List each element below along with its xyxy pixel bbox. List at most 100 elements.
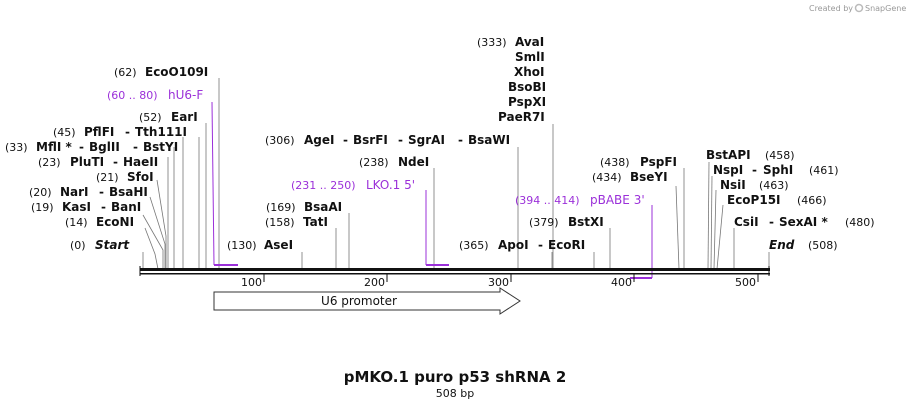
- svg-text:AgeI: AgeI: [304, 133, 334, 147]
- site-ecop15i[interactable]: EcoP15I (466): [727, 193, 827, 207]
- site-sfoi[interactable]: (21) SfoI: [96, 170, 154, 184]
- svg-text:BstYI: BstYI: [143, 140, 178, 154]
- primer-pbabe-marker[interactable]: [630, 205, 653, 279]
- site-econi[interactable]: (14) EcoNI: [65, 215, 134, 229]
- svg-text:(458): (458): [765, 149, 795, 162]
- site-stack-333[interactable]: (333) AvaI SmlI XhoI BsoBI PspXI PaeR7I: [477, 35, 546, 124]
- primer-name[interactable]: hU6-F: [168, 88, 203, 102]
- svg-text:SfoI: SfoI: [127, 170, 154, 184]
- site-leader-lines: [142, 78, 770, 270]
- svg-text:BsoBI: BsoBI: [508, 80, 546, 94]
- svg-text:NdeI: NdeI: [398, 155, 429, 169]
- site-nari[interactable]: (20) NarI - BsaHI: [29, 185, 148, 199]
- primer-hU6-F-marker[interactable]: [211, 101, 238, 266]
- primer-name[interactable]: LKO.1 5': [366, 178, 415, 192]
- svg-text:-: -: [113, 155, 118, 169]
- svg-text:BglII: BglII: [89, 140, 120, 154]
- svg-text:TatI: TatI: [303, 215, 328, 229]
- svg-text:BanI: BanI: [111, 200, 141, 214]
- svg-text:(52): (52): [139, 111, 162, 124]
- site-bstxi[interactable]: (379) BstXI: [529, 215, 604, 229]
- feature-u6-promoter[interactable]: U6 promoter: [213, 287, 521, 315]
- svg-text:BseYI: BseYI: [630, 170, 668, 184]
- svg-text:SexAI *: SexAI *: [779, 215, 828, 229]
- watermark-brand: SnapGene: [865, 4, 906, 13]
- svg-text:(14): (14): [65, 216, 88, 229]
- svg-text:BstXI: BstXI: [568, 215, 604, 229]
- site-csii[interactable]: CsiI - SexAI * (480): [734, 215, 875, 229]
- site-kasi[interactable]: (19) KasI - BanI: [31, 200, 141, 214]
- site-bstapi[interactable]: BstAPI (458): [706, 148, 795, 162]
- svg-text:PspFI: PspFI: [640, 155, 677, 169]
- site-ndei[interactable]: (238) NdeI: [359, 155, 429, 169]
- svg-text:XhoI: XhoI: [514, 65, 545, 79]
- svg-text:-: -: [99, 185, 104, 199]
- svg-text:(434): (434): [592, 171, 622, 184]
- site-pspfi[interactable]: (438) PspFI: [600, 155, 677, 169]
- site-start[interactable]: (0) Start: [70, 238, 130, 252]
- site-apoi[interactable]: (365) ApoI - EcoRI: [459, 238, 585, 252]
- svg-text:NarI: NarI: [60, 185, 89, 199]
- svg-text:EcoO109I: EcoO109I: [145, 65, 208, 79]
- svg-text:(0): (0): [70, 239, 86, 252]
- site-bseyi[interactable]: (434) BseYI: [592, 170, 668, 184]
- site-tati[interactable]: (158) TatI: [265, 215, 328, 229]
- site-nsii[interactable]: NsiI (463): [720, 178, 789, 192]
- svg-text:PspXI: PspXI: [508, 95, 546, 109]
- svg-text:-: -: [79, 140, 84, 154]
- svg-text:BsaWI: BsaWI: [468, 133, 510, 147]
- svg-text:-: -: [398, 133, 403, 147]
- svg-text:AseI: AseI: [264, 238, 293, 252]
- svg-text:(461): (461): [809, 164, 839, 177]
- svg-text:-: -: [538, 238, 543, 252]
- svg-text:(23): (23): [38, 156, 61, 169]
- svg-text:-: -: [752, 163, 757, 177]
- svg-text:(20): (20): [29, 186, 52, 199]
- site-ecoo109i[interactable]: (62) EcoO109I: [114, 65, 208, 79]
- svg-text:AvaI: AvaI: [515, 35, 544, 49]
- svg-text:(33): (33): [5, 141, 28, 154]
- primer-range: (394 .. 414): [515, 194, 580, 207]
- site-eari[interactable]: (52) EarI: [139, 110, 198, 124]
- svg-text:-: -: [125, 125, 130, 139]
- svg-text:-: -: [458, 133, 463, 147]
- svg-text:SphI: SphI: [763, 163, 793, 177]
- svg-text:SmlI: SmlI: [515, 50, 545, 64]
- svg-text:Tth111I: Tth111I: [135, 125, 187, 139]
- svg-text:-: -: [101, 200, 106, 214]
- map-title: pMKO.1 puro p53 shRNA 2: [344, 368, 567, 386]
- svg-text:EarI: EarI: [171, 110, 198, 124]
- svg-text:(438): (438): [600, 156, 630, 169]
- svg-text:ApoI: ApoI: [498, 238, 529, 252]
- ruler: 100 200 300 400 500: [241, 274, 759, 289]
- site-pluti[interactable]: (23) PluTI - HaeII: [38, 155, 158, 169]
- site-asei[interactable]: (130) AseI: [227, 238, 293, 252]
- svg-text:End: End: [769, 238, 795, 252]
- svg-text:PaeR7I: PaeR7I: [498, 110, 545, 124]
- site-agei[interactable]: (306) AgeI - BsrFI - SgrAI - BsaWI: [265, 133, 510, 147]
- svg-text:MflI *: MflI *: [36, 140, 72, 154]
- site-mfli[interactable]: (33) MflI * - BglII - BstYI: [5, 140, 178, 154]
- svg-text:-: -: [769, 215, 774, 229]
- svg-text:CsiI: CsiI: [734, 215, 759, 229]
- svg-text:(62): (62): [114, 66, 137, 79]
- tick-label: 400: [611, 276, 632, 289]
- svg-text:(238): (238): [359, 156, 389, 169]
- svg-text:PluTI: PluTI: [70, 155, 104, 169]
- svg-text:-: -: [133, 140, 138, 154]
- site-bsaai[interactable]: (169) BsaAI: [266, 200, 342, 214]
- svg-text:-: -: [343, 133, 348, 147]
- svg-text:PflFI: PflFI: [84, 125, 114, 139]
- primer-name[interactable]: pBABE 3': [590, 193, 645, 207]
- site-nspi[interactable]: NspI - SphI (461): [713, 163, 839, 177]
- site-end[interactable]: End (508): [769, 238, 838, 252]
- primer-lko-marker[interactable]: [425, 190, 449, 266]
- svg-text:(169): (169): [266, 201, 296, 214]
- svg-text:(45): (45): [53, 126, 76, 139]
- svg-text:KasI: KasI: [62, 200, 91, 214]
- site-pflfi[interactable]: (45) PflFI - Tth111I: [53, 125, 187, 139]
- svg-text:EcoRI: EcoRI: [548, 238, 585, 252]
- svg-text:BsrFI: BsrFI: [353, 133, 388, 147]
- svg-text:(21): (21): [96, 171, 119, 184]
